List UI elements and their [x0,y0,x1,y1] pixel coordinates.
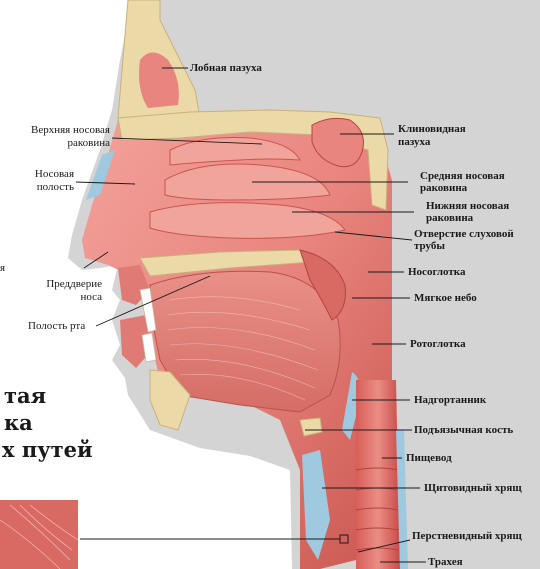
label-hyoid-bone: Подъязычная кость [414,424,540,436]
heading-fragment-2: ка [4,410,33,436]
label-soft-palate: Мягкое небо [414,292,477,304]
label-inferior-concha: Нижняя носовая раковина [426,200,534,224]
label-epiglottis: Надгортанник [414,394,486,406]
inset-image [0,500,78,569]
label-edge-fragment: я [0,262,5,274]
label-superior-concha: Верхняя носовая раковина [6,124,110,150]
heading-fragment-3: х путей [2,437,93,463]
label-oral-cavity: Полость рта [28,320,85,332]
label-thyroid-cartilage: Щитовидный хрящ [424,482,540,494]
label-trachea: Трахея [428,556,463,568]
label-nasal-vestibule: Преддверие носа [30,278,102,304]
label-nasopharynx: Носоглотка [408,266,465,278]
label-oropharynx: Ротоглотка [410,338,466,350]
label-nasal-cavity: Носовая полость [10,168,74,194]
label-sphenoid-sinus: Клиновидная пазуха [398,123,498,149]
label-middle-concha: Средняя носовая раковина [420,170,532,194]
label-frontal-sinus: Лобная пазуха [190,62,262,74]
heading-fragment-1: тая [4,383,46,409]
esophagus-shape [356,380,400,569]
label-eustachian-opening: Отверстие слуховой трубы [414,228,538,252]
label-cricoid-cartilage: Перстневидный хрящ [412,530,532,542]
label-esophagus: Пищевод [406,452,452,464]
